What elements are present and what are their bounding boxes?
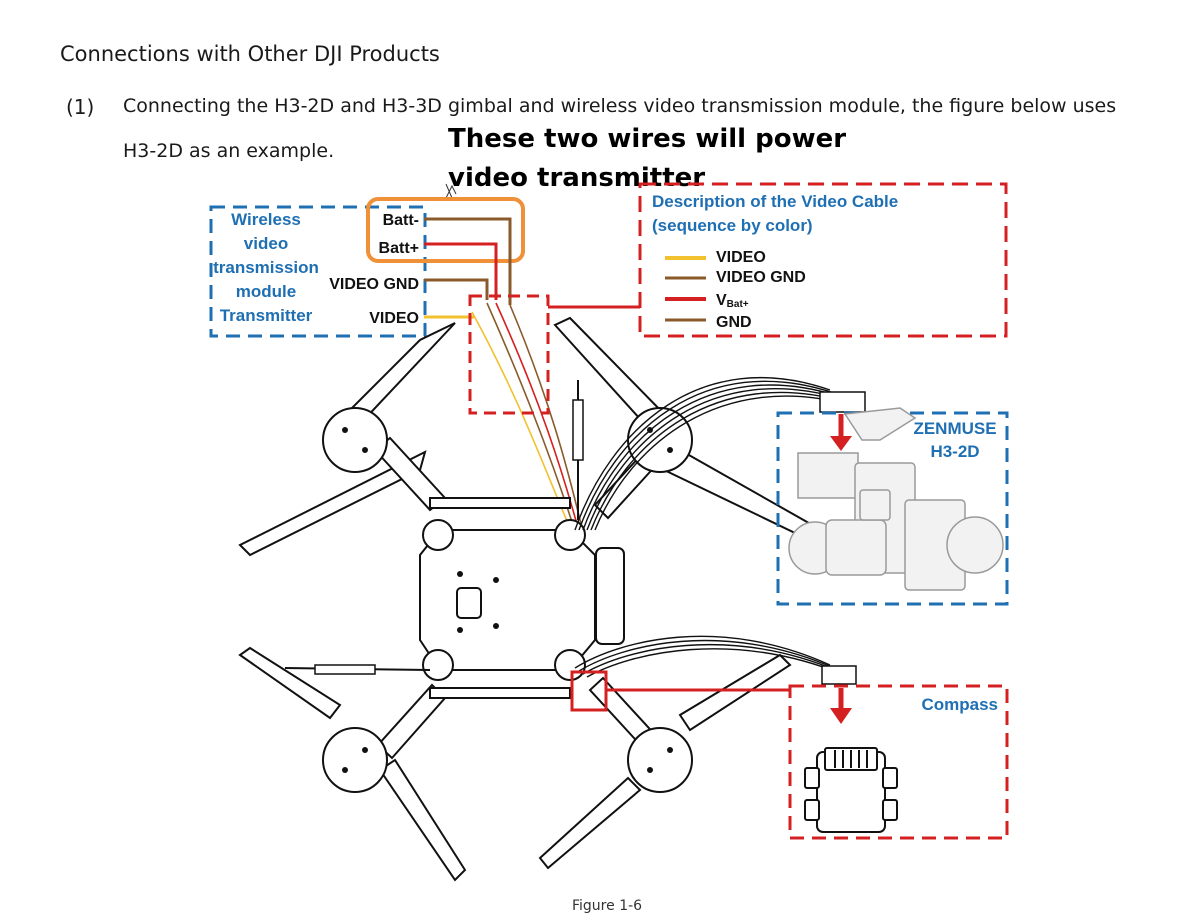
propeller-bottom-left-2	[378, 758, 467, 882]
wire-batt-plus	[424, 242, 498, 300]
transmitter-label-line3: transmission	[213, 258, 319, 277]
gimbal-illustration	[788, 407, 1004, 591]
legend-title-line1: Description of the Video Cable	[652, 192, 898, 211]
compass-cable	[574, 635, 843, 678]
compass-label: Compass	[921, 695, 998, 714]
propeller-top-left-2	[238, 450, 427, 557]
gimbal-cable	[574, 376, 851, 531]
legend-label-video-gnd: VIDEO GND	[716, 269, 806, 286]
step-text-line1: Connecting the H3-2D and H3-3D gimbal an…	[123, 95, 1117, 117]
pin-video: VIDEO	[369, 310, 419, 327]
pin-batt-minus: Batt-	[383, 212, 419, 229]
compass-connector	[821, 665, 857, 685]
propeller-bottom-right	[678, 653, 792, 732]
legend-label-vbat: VBat+	[716, 292, 749, 310]
transmitter-box	[209, 205, 427, 338]
step-text-line2: H3-2D as an example.	[123, 140, 335, 162]
legend-label-gnd: GND	[716, 314, 752, 331]
gimbal-arrow-head	[830, 436, 852, 451]
compass-pins	[834, 750, 868, 768]
center-plate	[419, 529, 596, 671]
motor-top-left	[322, 407, 388, 473]
propeller-bottom-right-2	[538, 776, 642, 870]
compass-box	[788, 684, 1009, 840]
annotation-note: These two wires will power video transmi…	[448, 124, 847, 193]
motor-bottom-right	[627, 727, 693, 793]
figure-caption: Figure 1-6	[572, 898, 643, 914]
side-module	[595, 547, 625, 645]
antenna-top-body	[572, 399, 584, 461]
step-number: (1)	[66, 95, 95, 119]
hub-top-right	[554, 519, 586, 551]
wire-batt-minus	[424, 217, 512, 305]
power-wires-highlight	[366, 197, 525, 263]
gimbal-connector	[819, 391, 866, 413]
transmitter-label-line1: Wireless	[231, 210, 301, 229]
gimbal-label-line1: ZENMUSE	[913, 419, 996, 438]
motor-bottom-left	[322, 727, 388, 793]
video-cable-wires	[424, 217, 512, 319]
legend-label-video: VIDEO	[716, 249, 766, 266]
frame-bar-bottom	[429, 687, 571, 699]
cable-zoom-box	[468, 294, 550, 415]
hub-bottom-left	[422, 649, 454, 681]
pin-batt-plus: Batt+	[379, 240, 419, 257]
frame-bar-top	[429, 497, 571, 509]
transmitter-label-line4: module	[236, 282, 296, 301]
hub-top-left	[422, 519, 454, 551]
legend-title-line2: (sequence by color)	[652, 216, 813, 235]
pin-video-gnd: VIDEO GND	[329, 276, 419, 293]
propeller-bottom-left	[238, 646, 342, 720]
hexacopter-drawing	[238, 316, 832, 882]
antenna-left-body	[314, 664, 376, 675]
note-pointer	[445, 183, 457, 199]
transmitter-label-line2: video	[244, 234, 288, 253]
cable-legend-box	[638, 182, 1008, 338]
wire-video-gnd	[424, 278, 489, 300]
transmitter-label-line5: Transmitter	[220, 306, 313, 325]
gimbal-label-line2: H3-2D	[930, 442, 979, 461]
compass-arrow-head	[830, 708, 852, 724]
center-connector	[456, 587, 482, 619]
section-title: Connections with Other DJI Products	[60, 42, 440, 66]
